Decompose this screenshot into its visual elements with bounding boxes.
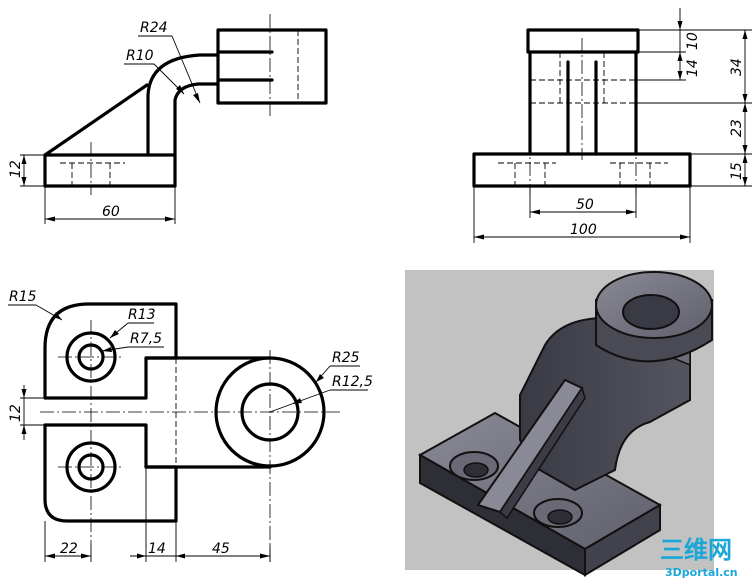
dim-60: 60 bbox=[102, 204, 120, 220]
side-view-hidden-lines bbox=[498, 52, 668, 186]
top-view-centerlines bbox=[40, 320, 340, 565]
dim-23: 23 bbox=[729, 119, 745, 137]
top-view-dimensions: 12 R15 R13 R7,5 R25 R12,5 bbox=[8, 289, 373, 562]
side-view: 50 100 10 14 bbox=[472, 8, 752, 243]
dim-r25: R25 bbox=[332, 350, 360, 366]
dim-14: 14 bbox=[685, 59, 701, 77]
dim-r24: R24 bbox=[140, 20, 168, 36]
front-view-hidden-lines bbox=[60, 30, 299, 186]
dim-34: 34 bbox=[729, 58, 745, 76]
dim-45: 45 bbox=[212, 541, 230, 557]
dim-50: 50 bbox=[576, 197, 594, 213]
dim-100: 100 bbox=[570, 222, 597, 238]
watermark-url: 3Dportal.cn bbox=[665, 566, 738, 579]
dim-12-top: 12 bbox=[8, 404, 24, 422]
dim-14-top: 14 bbox=[148, 541, 166, 557]
dim-22: 22 bbox=[60, 541, 78, 557]
side-view-dimensions: 50 100 10 14 bbox=[473, 8, 752, 243]
front-view: 60 12 R24 R10 bbox=[8, 14, 328, 224]
front-view-centerlines bbox=[90, 14, 271, 195]
side-view-centerlines bbox=[529, 38, 637, 195]
isometric-render bbox=[405, 270, 714, 577]
front-view-dimensions: 60 12 R24 R10 bbox=[8, 20, 201, 224]
top-view: 12 R15 R13 R7,5 R25 R12,5 bbox=[8, 289, 373, 565]
dim-r12-5: R12,5 bbox=[332, 374, 373, 390]
dim-15: 15 bbox=[729, 162, 745, 180]
watermark-logo-text: 三维网 bbox=[660, 536, 732, 564]
dim-r10: R10 bbox=[126, 48, 154, 64]
dim-12-front: 12 bbox=[8, 160, 24, 178]
dim-r7-5: R7,5 bbox=[130, 331, 162, 347]
dim-10: 10 bbox=[685, 32, 701, 50]
dim-r13: R13 bbox=[128, 307, 156, 323]
watermark: 三维网 3Dportal.cn bbox=[660, 536, 738, 579]
dim-r15: R15 bbox=[9, 289, 37, 305]
top-view-outline bbox=[43, 302, 326, 523]
